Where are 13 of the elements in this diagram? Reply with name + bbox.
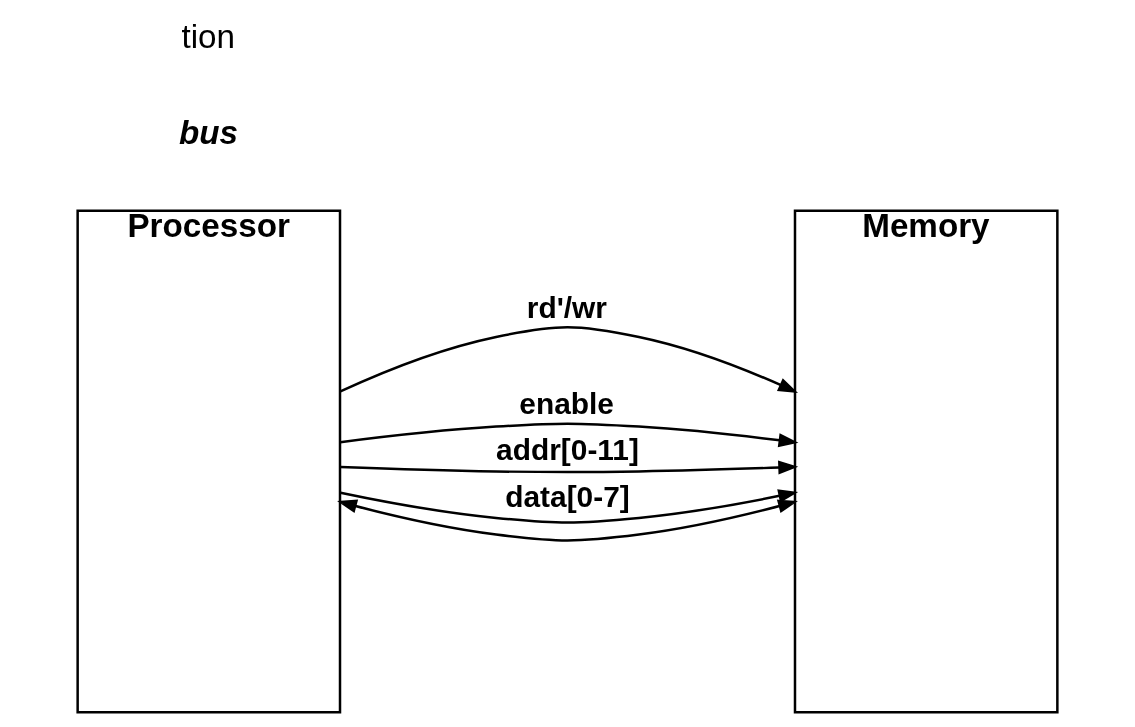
edge-label: rd'/wr (526, 290, 607, 324)
arrow (340, 489, 799, 524)
edge-label: enable (519, 386, 614, 420)
arrow (337, 499, 798, 542)
node-box: Memory (793, 209, 1059, 714)
label: tion (181, 18, 235, 55)
label: bus (178, 114, 238, 152)
edge-label: data[0-7] (505, 479, 630, 513)
arrow (339, 326, 798, 393)
arrow (340, 422, 799, 448)
arrow (340, 460, 799, 475)
edge-label: addr[0-11] (496, 433, 639, 467)
node-box: Processor (76, 209, 342, 714)
